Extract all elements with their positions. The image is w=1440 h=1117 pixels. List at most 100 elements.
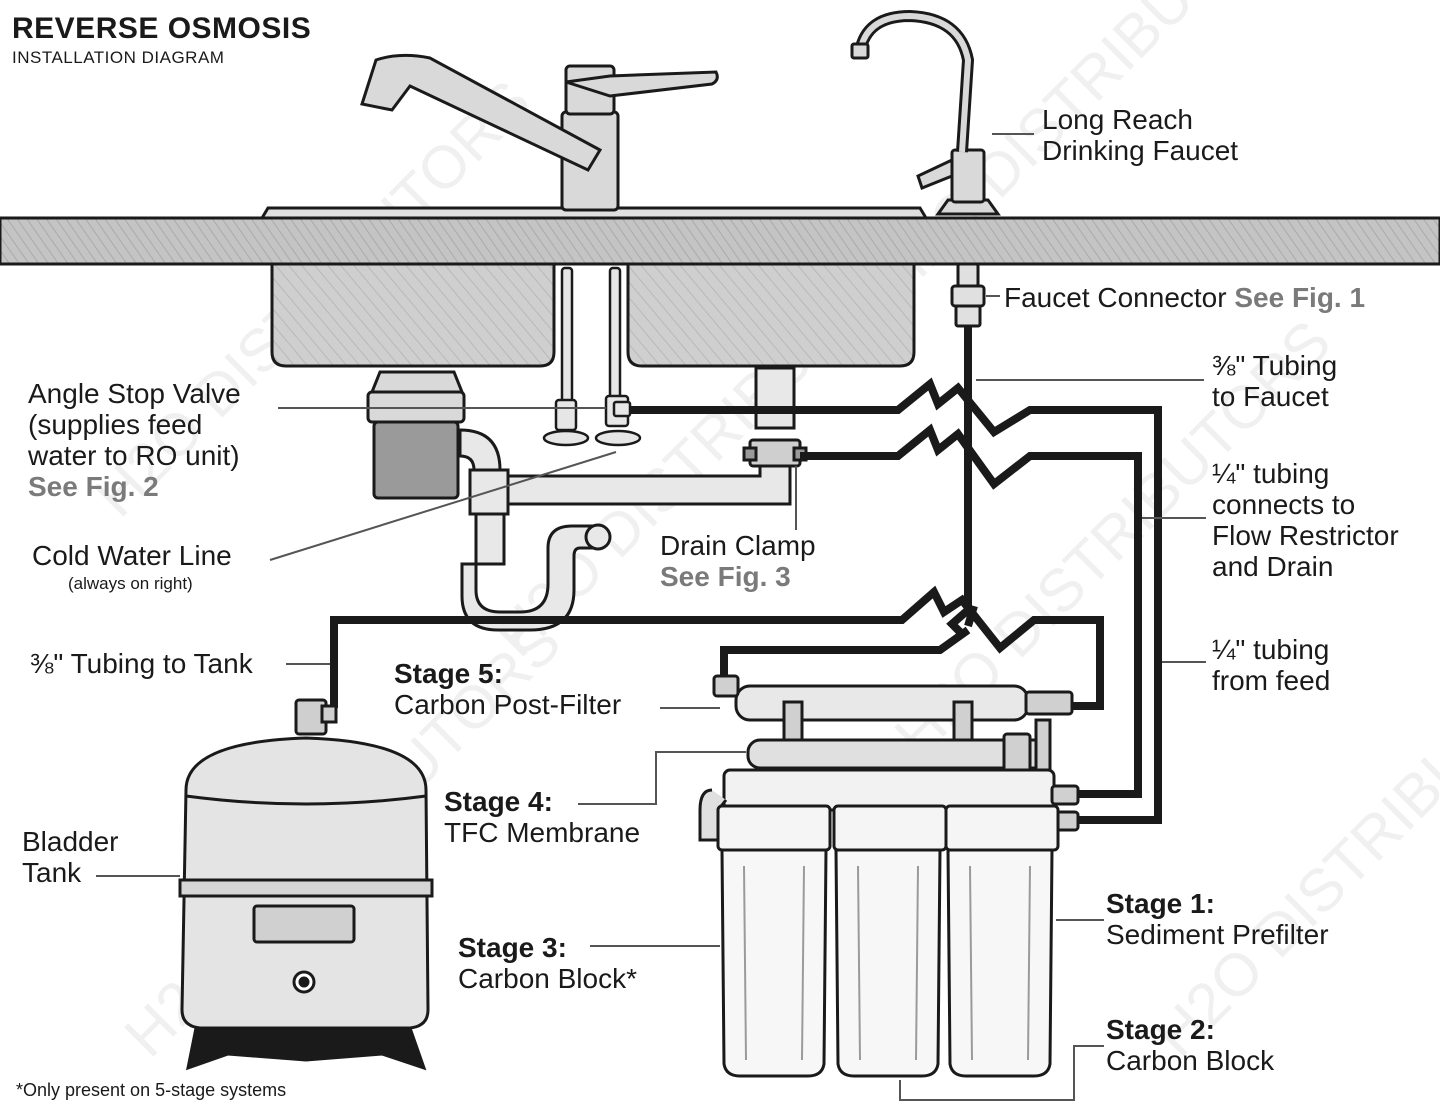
label-angle-stop-line-1: Angle Stop Valve xyxy=(28,378,241,409)
kitchen-faucet xyxy=(360,53,719,212)
leader-cold-water xyxy=(269,451,617,561)
manifold-fitting-top xyxy=(1050,784,1080,806)
label-stage-2-name: Carbon Block xyxy=(1106,1045,1275,1076)
tank-ring-band xyxy=(178,878,434,898)
label-tubing-drain-line-2: connects to xyxy=(1212,489,1356,520)
drinking-faucet xyxy=(850,9,1001,216)
label-angle-stop-line-3: water to RO unit) xyxy=(28,440,240,471)
leader-lines xyxy=(96,133,1206,1101)
label-stage-2-stage: Stage 2: xyxy=(1106,1014,1215,1045)
label-faucet-connector: Faucet Connector See Fig. 1 xyxy=(1004,282,1365,313)
post-filter xyxy=(734,684,1030,722)
label-drinking-faucet: Long Reach Drinking Faucet xyxy=(1042,104,1238,166)
label-drain-clamp-ref: See Fig. 3 xyxy=(660,561,791,592)
p-trap xyxy=(460,524,602,632)
label-stage-1-stage: Stage 1: xyxy=(1106,888,1215,919)
drain-clamp-bolt-left xyxy=(742,446,758,462)
leader-stage4 xyxy=(578,751,746,805)
label-angle-stop-line-2: (supplies feed xyxy=(28,409,203,440)
post-filter-clip-right xyxy=(952,700,974,744)
countertop xyxy=(0,206,1440,266)
faucet-connector xyxy=(950,262,986,328)
sink-rim xyxy=(259,206,929,220)
post-filter-fitting-right xyxy=(1024,690,1074,716)
label-tubing-feed-line-1: ¼" tubing xyxy=(1212,634,1330,665)
label-faucet-connector-ref: See Fig. 1 xyxy=(1234,282,1366,313)
label-tubing-tank: ⅜" Tubing to Tank xyxy=(30,648,253,679)
trap-tailpiece xyxy=(474,512,506,566)
label-stage-4-name: TFC Membrane xyxy=(444,817,641,848)
label-tubing-faucet: ⅜" Tubing to Faucet xyxy=(1212,350,1337,412)
p-trap-cap xyxy=(584,523,612,551)
label-stage-5: Stage 5: Carbon Post-Filter xyxy=(394,658,621,720)
tubing-drain xyxy=(800,423,1142,798)
cold-escutcheon xyxy=(594,429,642,447)
diagram-subtitle: INSTALLATION DIAGRAM xyxy=(12,48,225,67)
tubing-post-filter-out xyxy=(720,626,971,680)
drain-tailpiece xyxy=(754,366,796,430)
angle-stop-tee xyxy=(612,400,632,418)
ro-unit xyxy=(698,674,1080,1078)
sink-basins xyxy=(270,260,916,368)
label-tubing-drain-line-4: and Drain xyxy=(1212,551,1334,582)
label-bladder-tank: Bladder Tank xyxy=(22,826,119,888)
post-filter-fitting-left xyxy=(712,674,740,698)
housing-cap-2 xyxy=(832,804,948,852)
label-drain-clamp-text: Drain Clamp xyxy=(660,530,816,561)
label-bladder-tank-line-1: Bladder xyxy=(22,826,119,857)
label-drinking-faucet-line-1: Long Reach xyxy=(1042,104,1194,135)
label-cold-water-note: (always on right) xyxy=(68,574,193,593)
manifold xyxy=(722,768,1056,812)
label-angle-stop-valve: Angle Stop Valve (supplies feed water to… xyxy=(28,378,241,502)
housing-cap-3 xyxy=(716,804,832,852)
leader-stage2 xyxy=(899,1045,1104,1101)
housing-stage-1 xyxy=(946,848,1054,1078)
housing-stage-3 xyxy=(720,848,828,1078)
label-drinking-faucet-line-2: Drinking Faucet xyxy=(1042,135,1239,166)
label-angle-stop-ref: See Fig. 2 xyxy=(28,471,159,502)
label-drain-clamp: Drain Clamp See Fig. 3 xyxy=(660,530,816,592)
garbage-disposal xyxy=(366,370,466,500)
manifold-side-fitting xyxy=(698,788,728,842)
tank-ring-top xyxy=(185,794,427,806)
tubing-tank xyxy=(330,585,1104,710)
hot-supply-line xyxy=(560,266,574,420)
housing-stage-2 xyxy=(834,848,942,1078)
label-tubing-drain: ¼" tubing connects to Flow Restrictor an… xyxy=(1212,458,1399,582)
label-faucet-connector-text: Faucet Connector xyxy=(1004,282,1235,313)
hot-escutcheon xyxy=(542,429,590,447)
label-stage-2: Stage 2: Carbon Block xyxy=(1106,1014,1274,1076)
label-stage-1-name: Sediment Prefilter xyxy=(1106,919,1329,950)
label-stage-4: Stage 4: TFC Membrane xyxy=(444,786,640,848)
membrane-fitting xyxy=(1002,732,1032,774)
label-tubing-feed: ¼" tubing from feed xyxy=(1212,634,1330,696)
label-tubing-drain-line-1: ¼" tubing xyxy=(1212,458,1330,489)
drain-plumbing xyxy=(458,366,808,632)
footnote: *Only present on 5-stage systems xyxy=(16,1080,287,1100)
hot-stop-valve xyxy=(554,398,578,432)
label-stage-3: Stage 3: Carbon Block* xyxy=(458,932,637,994)
label-cold-water-line: Cold Water Line xyxy=(32,540,232,571)
label-stage-3-stage: Stage 3: xyxy=(458,932,567,963)
tubing-faucet xyxy=(946,326,972,639)
bladder-tank xyxy=(178,698,434,1071)
label-stage-5-stage: Stage 5: xyxy=(394,658,503,689)
supply-lines xyxy=(542,266,642,447)
left-basin xyxy=(270,260,556,368)
label-stage-3-name: Carbon Block* xyxy=(458,963,637,994)
ro-tubing xyxy=(330,326,1162,824)
label-tubing-drain-line-3: Flow Restrictor xyxy=(1212,520,1399,551)
tank-label-plate xyxy=(252,904,356,944)
label-tubing-faucet-line-2: to Faucet xyxy=(1212,381,1329,412)
diagram-title: REVERSE OSMOSIS xyxy=(12,12,312,45)
label-cold-water-text: Cold Water Line xyxy=(32,540,232,571)
tubing-feed xyxy=(630,377,1162,824)
label-stage-1: Stage 1: Sediment Prefilter xyxy=(1106,888,1329,950)
label-tubing-faucet-line-1: ⅜" Tubing xyxy=(1212,350,1338,381)
label-stage-4-stage: Stage 4: xyxy=(444,786,553,817)
label-bladder-tank-line-2: Tank xyxy=(22,857,82,888)
right-basin xyxy=(626,260,916,368)
housing-cap-1 xyxy=(944,804,1060,852)
label-tubing-feed-line-2: from feed xyxy=(1212,665,1331,696)
